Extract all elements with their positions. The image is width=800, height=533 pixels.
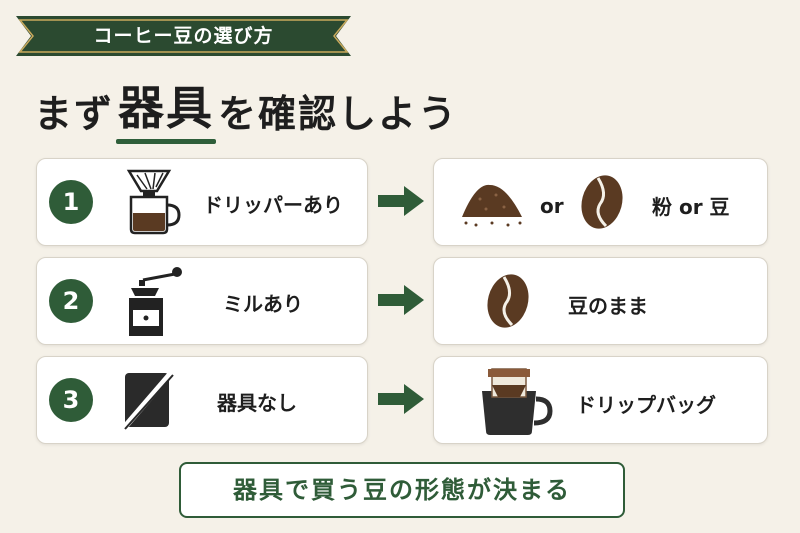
footer-conclusion: 器具で買う豆の形態が決まる — [179, 462, 625, 518]
headline-emphasis: 器具 — [116, 72, 217, 144]
step-number-1: 1 — [49, 180, 93, 224]
arrow-right-icon — [378, 285, 424, 315]
row-3-right-label: ドリップバッグ — [576, 393, 716, 417]
row-3-left-card: 3 器具なし — [36, 356, 368, 444]
coffee-grinder-icon — [123, 264, 193, 342]
row-1-right-card: or 粉 or 豆 — [433, 158, 768, 246]
row-1-right-label: 粉 or 豆 — [652, 195, 730, 219]
row-1-or-text: or — [540, 194, 564, 218]
ground-coffee-icon — [456, 173, 528, 235]
row-2-left-card: 2 ミルあり — [36, 257, 368, 345]
row-2-right-label: 豆のまま — [568, 294, 648, 318]
headline-post: を確認しよう — [218, 92, 459, 136]
headline-pre: まず — [34, 92, 115, 136]
coffee-bean-icon — [578, 172, 626, 236]
row-3-right-card: ドリップバッグ — [433, 356, 768, 444]
step-number-3: 3 — [49, 378, 93, 422]
page-headline: まず 器具 を確認しよう — [34, 78, 459, 144]
title-ribbon: コーヒー豆の選び方 — [16, 16, 351, 56]
coffee-bean-icon — [484, 271, 532, 335]
row-1-left-label: ドリッパーあり — [203, 193, 343, 217]
row-1-left-card: 1 ドリッパーあり — [36, 158, 368, 246]
no-equipment-icon — [120, 369, 176, 435]
arrow-right-icon — [378, 384, 424, 414]
arrow-right-icon — [378, 186, 424, 216]
row-3-left-label: 器具なし — [217, 391, 297, 415]
row-2-right-card: 豆のまま — [433, 257, 768, 345]
row-2-left-label: ミルあり — [223, 292, 303, 316]
dripper-server-icon — [123, 165, 185, 241]
step-number-2: 2 — [49, 279, 93, 323]
ribbon-title: コーヒー豆の選び方 — [93, 25, 274, 47]
drip-bag-mug-icon — [474, 363, 558, 441]
